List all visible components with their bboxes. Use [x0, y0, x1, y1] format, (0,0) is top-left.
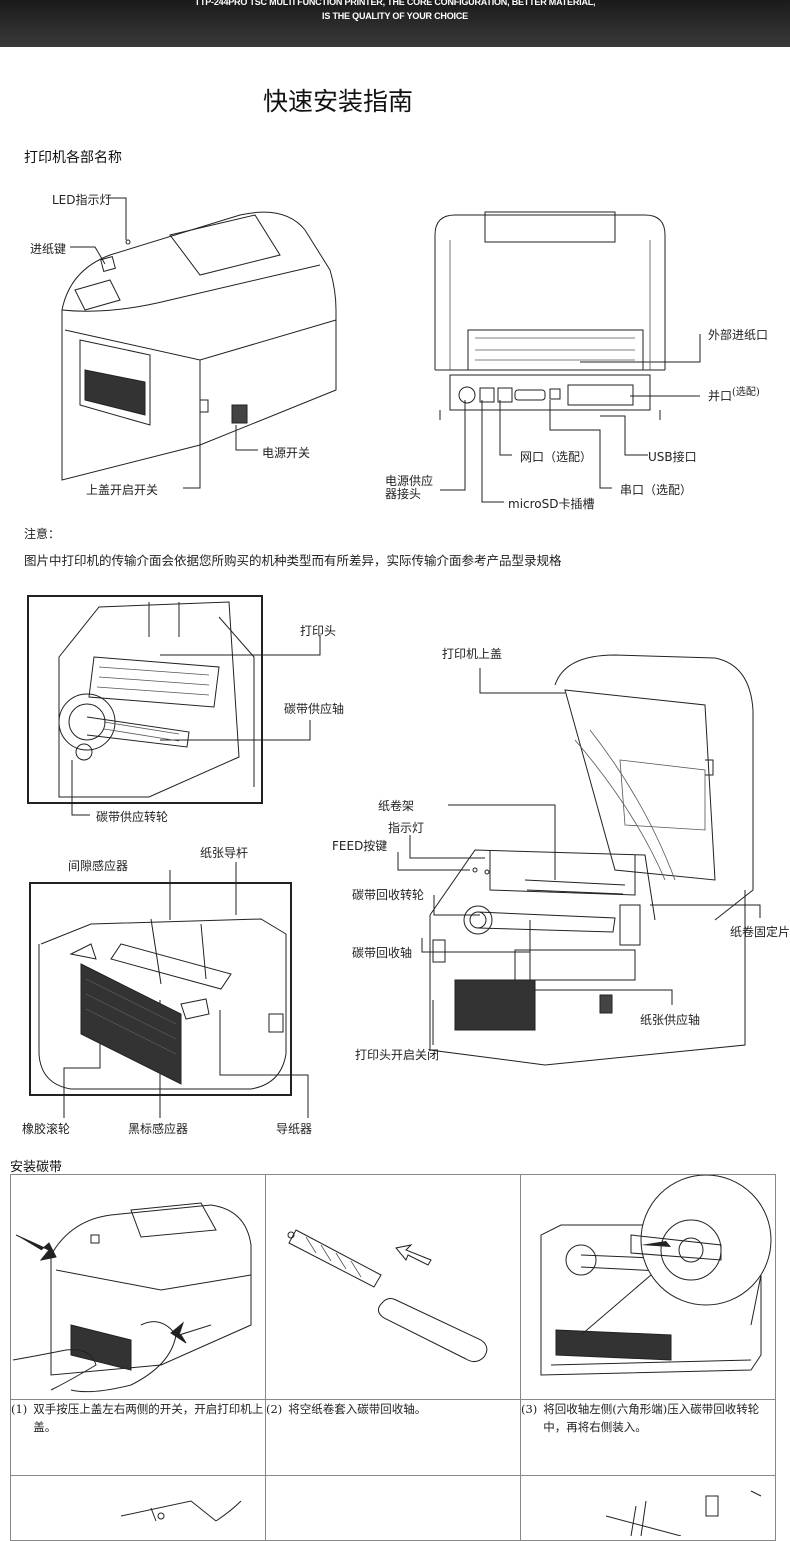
label-rubber-roller: 橡胶滚轮: [22, 1122, 71, 1136]
mechanism-illustration: [58, 601, 255, 798]
label-serial-port: 串口（选配）: [620, 483, 693, 497]
mechanism-detail-box: [27, 595, 263, 804]
label-ribbon-supply-wheel: 碳带供应转轮: [96, 810, 169, 824]
banner-line-1: TTP-244PRO TSC MULTI FUNCTION PRINTER, T…: [194, 0, 596, 7]
label-black-mark-sensor: 黑标感应器: [128, 1122, 189, 1136]
page-title: 快速安装指南: [262, 87, 413, 116]
step-2-image: [265, 1174, 521, 1400]
top-banner: TTP-244PRO TSC MULTI FUNCTION PRINTER, T…: [0, 0, 790, 47]
label-external-feed: 外部进纸口: [708, 328, 769, 342]
step-1-illustration: [12, 1202, 252, 1393]
step-6-image: [520, 1475, 776, 1541]
printer-open-illustration: [429, 654, 754, 1066]
step-1-image: [10, 1174, 266, 1400]
step-6-illustration: [605, 1490, 762, 1537]
label-power-connector: 电源供应器接头: [385, 474, 434, 501]
step-1-caption: (1)双手按压上盖左右两侧的开关，开启打印机上盖。: [10, 1399, 266, 1476]
step-2-caption: (2)将空纸卷套入碳带回收轴。: [265, 1399, 521, 1476]
label-ribbon-rewind-wheel: 碳带回收转轮: [352, 888, 425, 902]
label-led: LED指示灯: [52, 193, 112, 207]
step-4-illustration: [120, 1500, 242, 1522]
label-feed-button: FEED按键: [332, 839, 388, 853]
label-ribbon-rewind-axis: 碳带回收轴: [352, 946, 413, 960]
section-heading-ribbon: 安装碳带: [10, 1160, 63, 1175]
step-5-image: [265, 1475, 521, 1541]
note-text: 图片中打印机的传输介面会依据您所购买的机种类型而有所差异，实际传输介面参考产品型…: [24, 553, 562, 568]
base-detail-box: [29, 882, 292, 1096]
printer-back-illustration: [434, 211, 666, 420]
label-paper-supply-axis: 纸张供应轴: [640, 1013, 701, 1027]
step-3-illustration: [540, 1174, 772, 1376]
label-indicator: 指示灯: [388, 821, 425, 835]
label-gap-sensor: 间隙感应器: [68, 859, 129, 873]
label-microsd-slot: microSD卡插槽: [508, 497, 595, 511]
printer-front-illustration: [61, 211, 337, 481]
label-paper-holder: 纸卷架: [378, 799, 415, 813]
label-printhead: 打印头: [300, 624, 337, 638]
step-3-image: [520, 1174, 776, 1400]
step-4-image: [10, 1475, 266, 1541]
printer-base-illustration: [38, 918, 287, 1090]
banner-line-2: IS THE QUALITY OF YOUR CHOICE: [322, 11, 468, 21]
label-feed-key: 进纸键: [30, 242, 67, 256]
section-heading-parts: 打印机各部名称: [24, 150, 122, 166]
label-paper-fixer: 纸卷固定片: [730, 925, 790, 939]
label-power-switch: 电源开关: [262, 446, 311, 460]
label-usb-port: USB接口: [648, 450, 697, 464]
note-label: 注意：: [24, 527, 61, 541]
label-paper-guide-bar: 纸张导杆: [200, 846, 249, 860]
step-3-caption: (3)将回收轴左侧(六角形端)压入碳带回收转轮中，再将右侧装入。: [520, 1399, 776, 1476]
label-ribbon-supply-axis: 碳带供应轴: [284, 702, 345, 716]
label-network-port: 网口（选配）: [520, 450, 593, 464]
label-parallel-port: 并口(选配): [708, 387, 760, 403]
ribbon-steps-table: (1)双手按压上盖左右两侧的开关，开启打印机上盖。 (2)将空纸卷套入碳带回收轴…: [10, 1174, 776, 1541]
label-cover-switch: 上盖开启开关: [86, 483, 159, 497]
label-printer-cover: 打印机上盖: [442, 647, 503, 661]
step-2-illustration: [287, 1229, 488, 1363]
label-head-release: 打印头开启关闭: [355, 1048, 440, 1062]
label-paper-guide: 导纸器: [276, 1122, 313, 1136]
